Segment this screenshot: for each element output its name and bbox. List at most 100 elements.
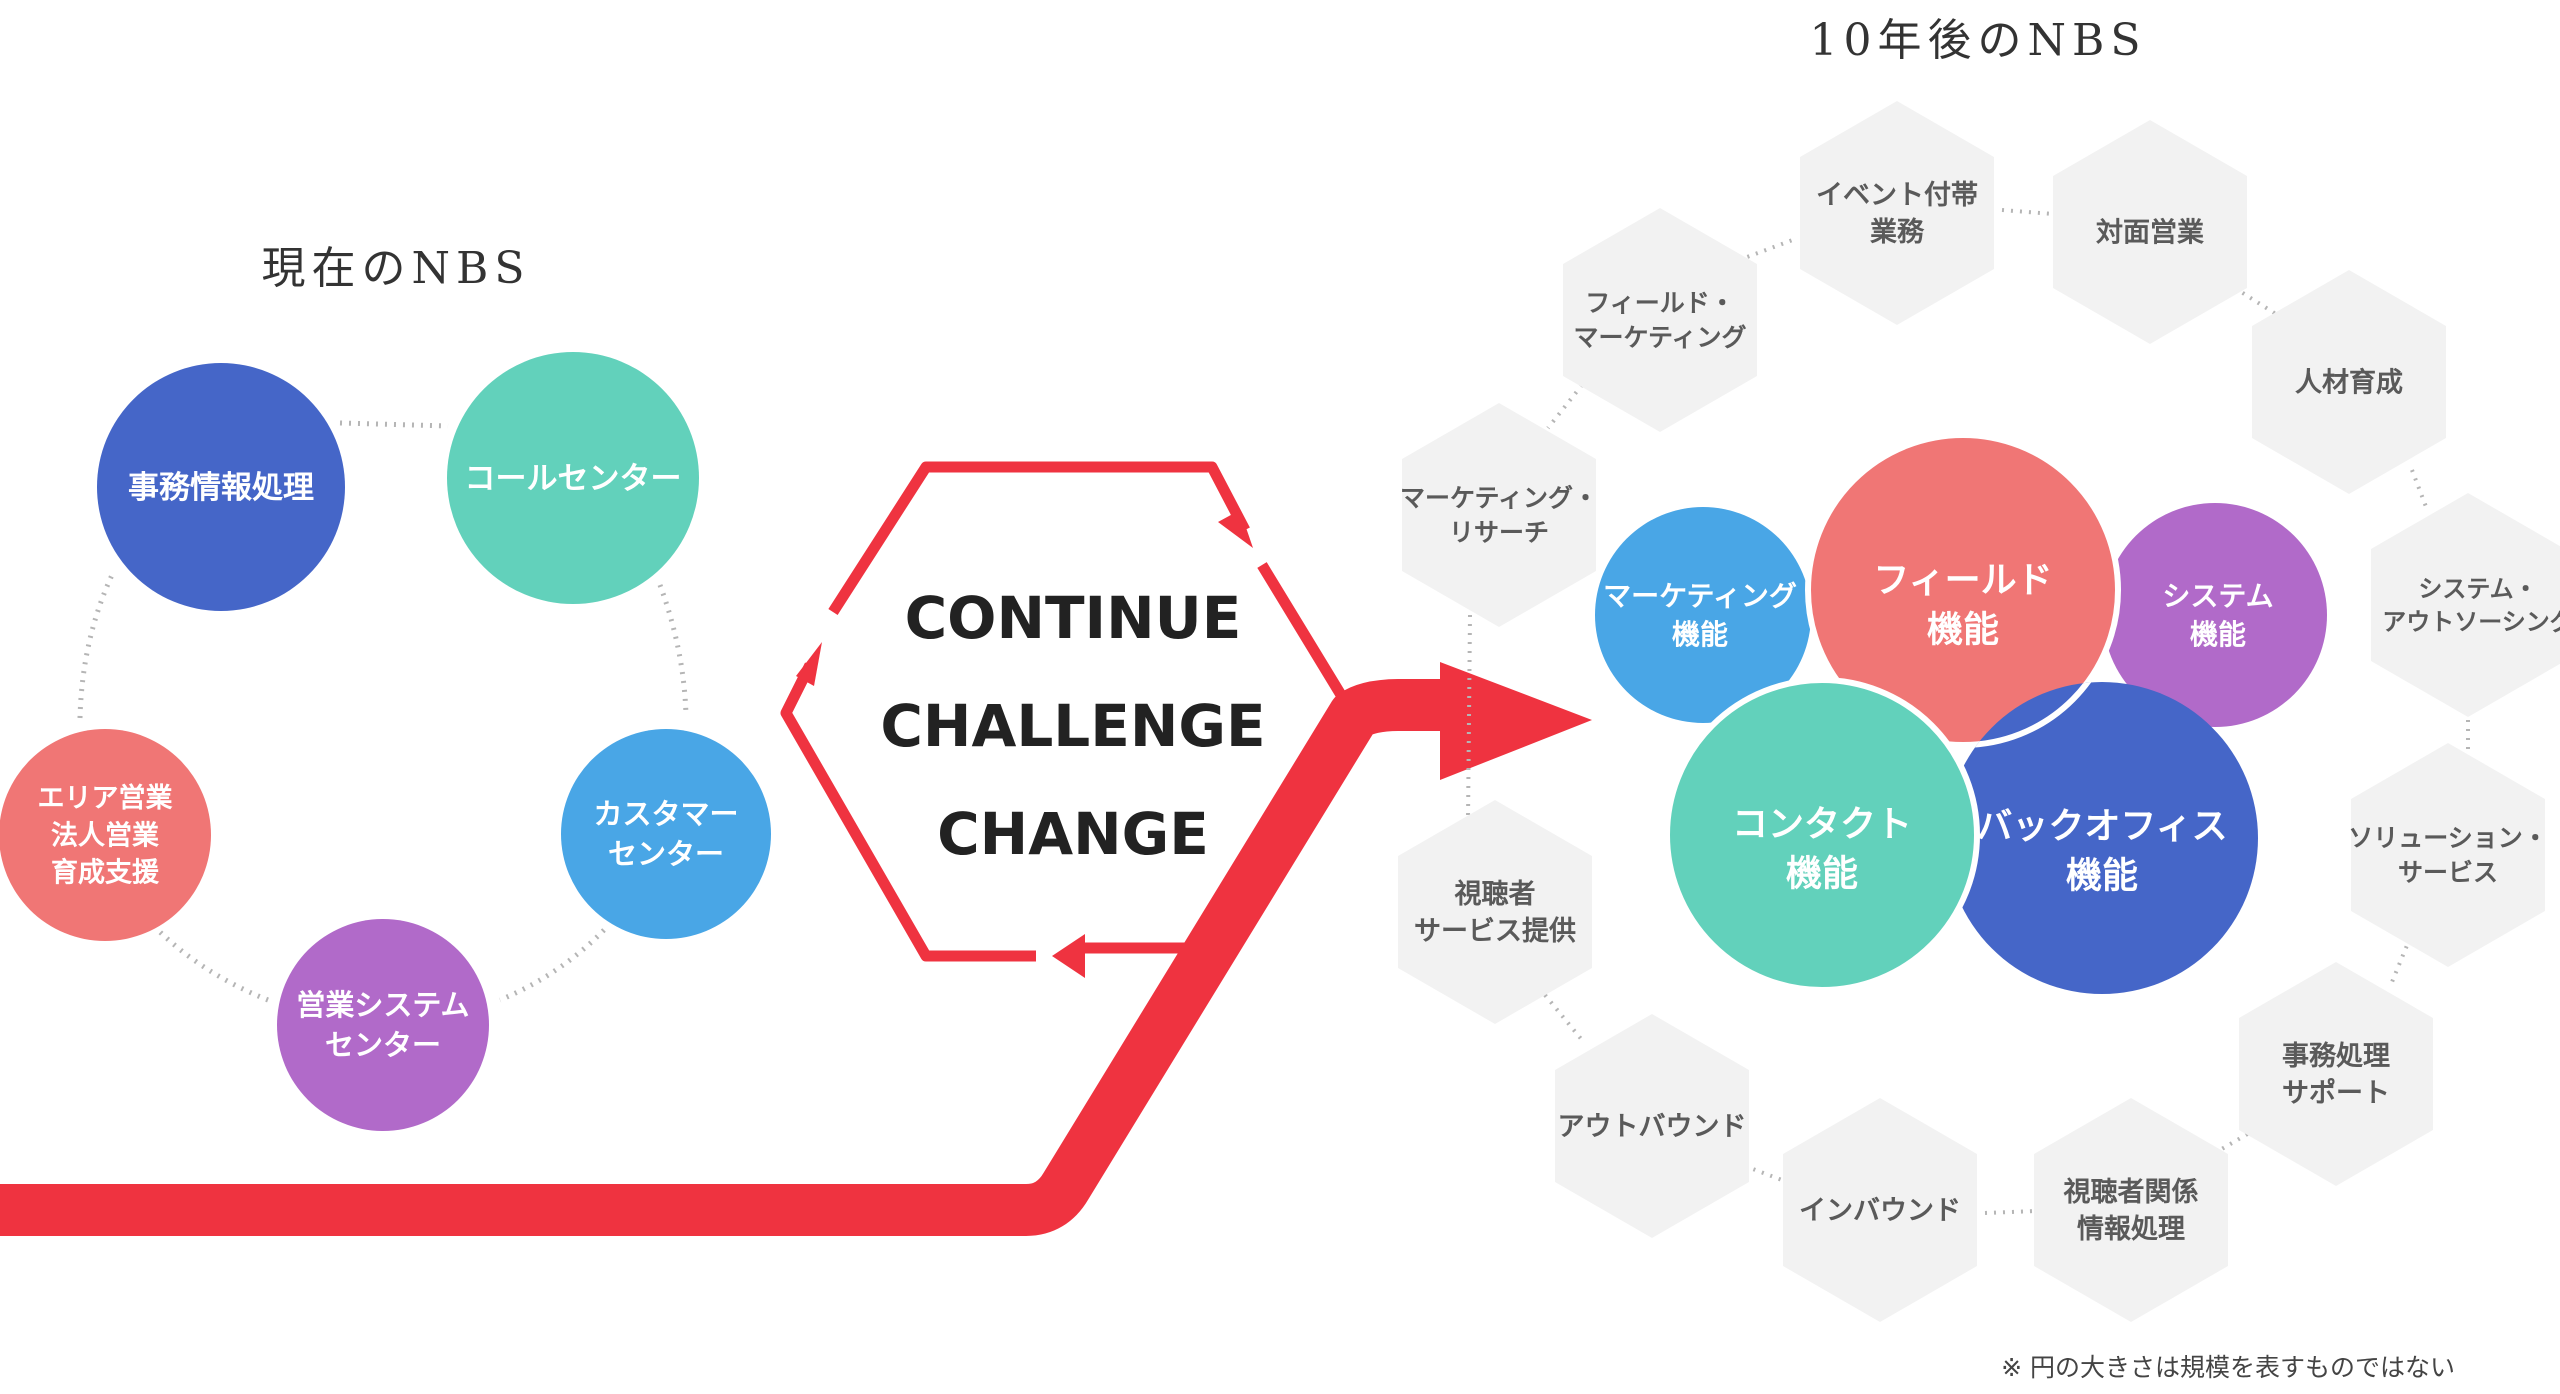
hex-system-outsourcing: システム・アウトソーシング bbox=[2371, 493, 2560, 717]
cycle-arrowhead-left bbox=[796, 642, 822, 686]
label-line: 対面営業 bbox=[2096, 216, 2204, 248]
hex-shape bbox=[1398, 800, 1592, 1024]
current-ring-connector bbox=[657, 584, 689, 716]
label-line: 機能 bbox=[2066, 855, 2138, 896]
current-unit-label: コールセンター bbox=[465, 461, 682, 497]
hex-shape bbox=[2252, 270, 2446, 494]
label-line: マーケティング bbox=[1573, 323, 1746, 352]
hex-label: マーケティング・リサーチ bbox=[1400, 484, 1598, 548]
hex-field-marketing: フィールド・マーケティング bbox=[1563, 208, 1757, 432]
hex-office-support: 事務処理サポート bbox=[2239, 962, 2433, 1186]
cycle-arrowhead-top bbox=[1218, 510, 1253, 548]
label-line: 機能 bbox=[1927, 609, 1999, 650]
label-line: ソリューション・ bbox=[2348, 824, 2548, 853]
hex-face-to-face-sales: 対面営業 bbox=[2053, 120, 2247, 344]
function-circle bbox=[2103, 503, 2327, 727]
current-ring-connector bbox=[77, 573, 115, 719]
hex-label: 人材育成 bbox=[2295, 366, 2403, 398]
hex-talent-development: 人材育成 bbox=[2252, 270, 2446, 494]
future-ring-connector bbox=[2001, 208, 2054, 216]
footnote: ※ 円の大きさは規模を表すものではない bbox=[2001, 1353, 2455, 1382]
future-function-cluster: マーケティング機能 システム機能 フィールド機能 バックオフィス機能 コンタクト… bbox=[1595, 432, 2327, 994]
label-line: フィールド・ bbox=[1585, 289, 1735, 318]
label-line: イベント付帯 bbox=[1816, 179, 1978, 211]
label-line: アウトバウンド bbox=[1558, 1112, 1747, 1143]
future-ring-connector bbox=[2410, 469, 2430, 513]
hex-shape bbox=[2053, 120, 2247, 344]
transformation-arrow bbox=[0, 662, 1592, 1236]
hex-shape bbox=[1555, 1014, 1749, 1238]
function-field: フィールド機能 bbox=[1805, 432, 2121, 748]
cycle-segment-top bbox=[828, 461, 1250, 615]
future-ring-connector bbox=[1546, 383, 1584, 430]
current-unit-jimu: 事務情報処理 bbox=[97, 363, 345, 611]
current-unit-label: 営業システムセンター bbox=[296, 988, 469, 1062]
label-line: 営業システム bbox=[296, 988, 469, 1022]
label-line: フィールド bbox=[1873, 560, 2052, 601]
label-line: インバウンド bbox=[1799, 1196, 1961, 1227]
hex-label: イベント付帯業務 bbox=[1816, 179, 1978, 248]
hex-outbound: アウトバウンド bbox=[1555, 1014, 1749, 1238]
function-label: マーケティング機能 bbox=[1603, 580, 1797, 652]
current-unit-circle bbox=[277, 919, 489, 1131]
hex-label: アウトバウンド bbox=[1558, 1112, 1747, 1143]
hex-shape bbox=[1783, 1098, 1977, 1322]
function-contact: コンタクト機能 bbox=[1664, 677, 1980, 993]
future-ring-connector bbox=[1738, 236, 1799, 262]
hex-shape bbox=[2034, 1098, 2228, 1322]
label-line: サービス bbox=[2398, 858, 2498, 887]
future-ring-connector bbox=[1984, 1209, 2037, 1215]
label-line: センター bbox=[325, 1028, 441, 1062]
future-ring-connector bbox=[2390, 937, 2412, 983]
cycle-hexagon: CONTINUE CHALLENGE CHANGE bbox=[780, 461, 1358, 978]
label-line: マーケティング bbox=[1603, 580, 1797, 613]
hex-shape bbox=[1800, 101, 1994, 325]
label-line: サービス提供 bbox=[1414, 916, 1576, 947]
hex-event-support: イベント付帯業務 bbox=[1800, 101, 1994, 325]
function-label: システム機能 bbox=[2162, 580, 2273, 652]
label-line: コンタクト bbox=[1732, 804, 1912, 845]
label-line: エリア営業 bbox=[38, 782, 173, 814]
current-unit-label: カスタマーセンター bbox=[593, 797, 738, 871]
hex-label: フィールド・マーケティング bbox=[1573, 289, 1746, 353]
current-unit-circle bbox=[97, 363, 345, 611]
label-line: コールセンター bbox=[465, 461, 682, 497]
label-line: 情報処理 bbox=[2077, 1213, 2185, 1245]
function-label: コンタクト機能 bbox=[1732, 804, 1912, 895]
hex-label: 視聴者サービス提供 bbox=[1414, 879, 1576, 947]
hex-label: 対面営業 bbox=[2096, 216, 2204, 248]
label-line: アウトソーシング bbox=[2382, 608, 2560, 636]
hex-label: インバウンド bbox=[1799, 1196, 1961, 1227]
hex-shape bbox=[2351, 743, 2545, 967]
current-unit-call-center: コールセンター bbox=[447, 352, 699, 604]
hex-label: システム・アウトソーシング bbox=[2382, 575, 2560, 636]
hex-label: ソリューション・サービス bbox=[2348, 824, 2548, 888]
current-unit-circle bbox=[447, 352, 699, 604]
current-ring-connector bbox=[499, 928, 606, 1003]
function-circle bbox=[1805, 432, 2121, 748]
function-marketing: マーケティング機能 bbox=[1595, 507, 1811, 723]
hex-shape bbox=[2371, 493, 2560, 717]
transformation-arrowhead bbox=[1440, 662, 1592, 780]
label-line: 視聴者 bbox=[1455, 879, 1536, 910]
current-ring-connector bbox=[158, 930, 269, 1003]
function-label: バックオフィス機能 bbox=[1976, 806, 2227, 897]
label-line: システム・ bbox=[2418, 575, 2537, 603]
hex-solution-service: ソリューション・サービス bbox=[2348, 743, 2548, 967]
current-ring-connector bbox=[339, 420, 449, 429]
future-ring-connector bbox=[2233, 286, 2284, 320]
current-unit-label: 事務情報処理 bbox=[128, 470, 314, 506]
current-unit-circle bbox=[561, 729, 771, 939]
hex-marketing-research: マーケティング・リサーチ bbox=[1400, 403, 1598, 627]
label-line: 機能 bbox=[2190, 618, 2246, 651]
label-line: 視聴者関係 bbox=[2064, 1177, 2199, 1208]
function-circle bbox=[1946, 682, 2258, 994]
label-line: 業務 bbox=[1870, 217, 1925, 248]
label-line: システム bbox=[2162, 580, 2273, 613]
left-section-title: 現在のNBS bbox=[262, 243, 531, 294]
hex-shape bbox=[1563, 208, 1757, 432]
hex-viewer-service: 視聴者サービス提供 bbox=[1398, 800, 1592, 1024]
label-line: 事務処理 bbox=[2282, 1040, 2390, 1072]
label-line: サポート bbox=[2282, 1078, 2390, 1109]
label-line: センター bbox=[608, 837, 724, 871]
